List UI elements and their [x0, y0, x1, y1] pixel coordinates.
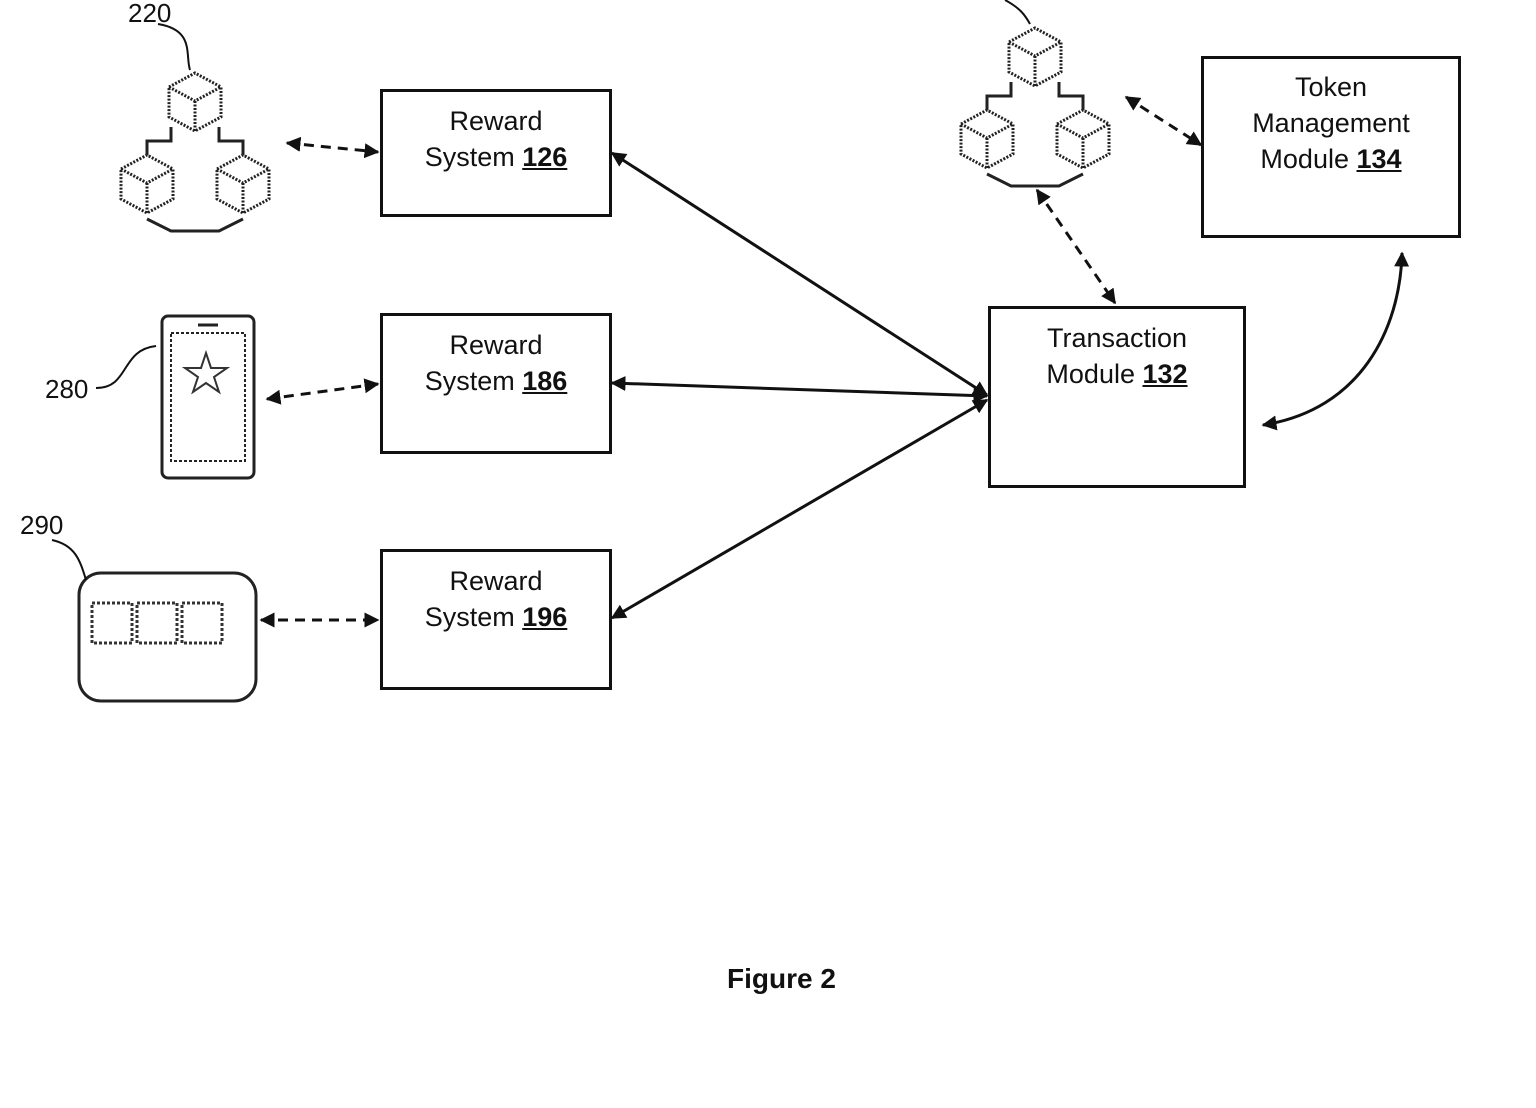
token-management-module-134-box: Token Management Module 134: [1201, 56, 1461, 238]
box-line-2: System 196: [383, 599, 609, 635]
dashed-arrow-280-186: [267, 384, 378, 399]
box-line-2: System 126: [383, 139, 609, 175]
box-line-2: Management: [1204, 105, 1458, 141]
dashed-arrow-220-126: [287, 143, 378, 152]
card-icon: [79, 573, 256, 701]
ref-number: 196: [522, 602, 567, 632]
arrow-196-transaction: [612, 400, 987, 618]
reward-system-196-box: Reward System 196: [380, 549, 612, 690]
leader-line-220: [158, 24, 190, 70]
box-line-1: Transaction: [991, 320, 1243, 356]
box-line-2: Module 132: [991, 356, 1243, 392]
box-line-3: Module 134: [1204, 141, 1458, 177]
box-line-2: System 186: [383, 363, 609, 399]
figure-caption: Figure 2: [727, 963, 836, 995]
arrow-126-transaction: [612, 153, 987, 395]
box-line-1: Reward: [383, 563, 609, 599]
box-line-1: Token: [1204, 69, 1458, 105]
leader-line-blockchain-right: [1005, 0, 1030, 24]
dashed-arrow-blockchain-transaction: [1037, 190, 1115, 303]
box-line-1: Reward: [383, 327, 609, 363]
reward-system-126-box: Reward System 126: [380, 89, 612, 217]
ref-label-220: 220: [128, 0, 171, 28]
ref-label-290: 290: [20, 510, 63, 540]
ref-number: 134: [1357, 144, 1402, 174]
ref-number: 126: [522, 142, 567, 172]
ref-number: 132: [1143, 359, 1188, 389]
box-line-1: Reward: [383, 103, 609, 139]
blockchain-icon: [121, 73, 269, 231]
reward-system-186-box: Reward System 186: [380, 313, 612, 454]
blockchain-icon: [961, 28, 1109, 186]
leader-line-290: [52, 540, 86, 580]
arrow-186-transaction: [612, 383, 987, 396]
smartphone-icon: [162, 316, 254, 478]
leader-line-280: [96, 346, 156, 388]
ref-label-280: 280: [45, 374, 88, 404]
ref-number: 186: [522, 366, 567, 396]
transaction-module-132-box: Transaction Module 132: [988, 306, 1246, 488]
curved-arrow-transaction-token: [1263, 253, 1402, 425]
dashed-arrow-blockchain-token: [1126, 97, 1201, 145]
